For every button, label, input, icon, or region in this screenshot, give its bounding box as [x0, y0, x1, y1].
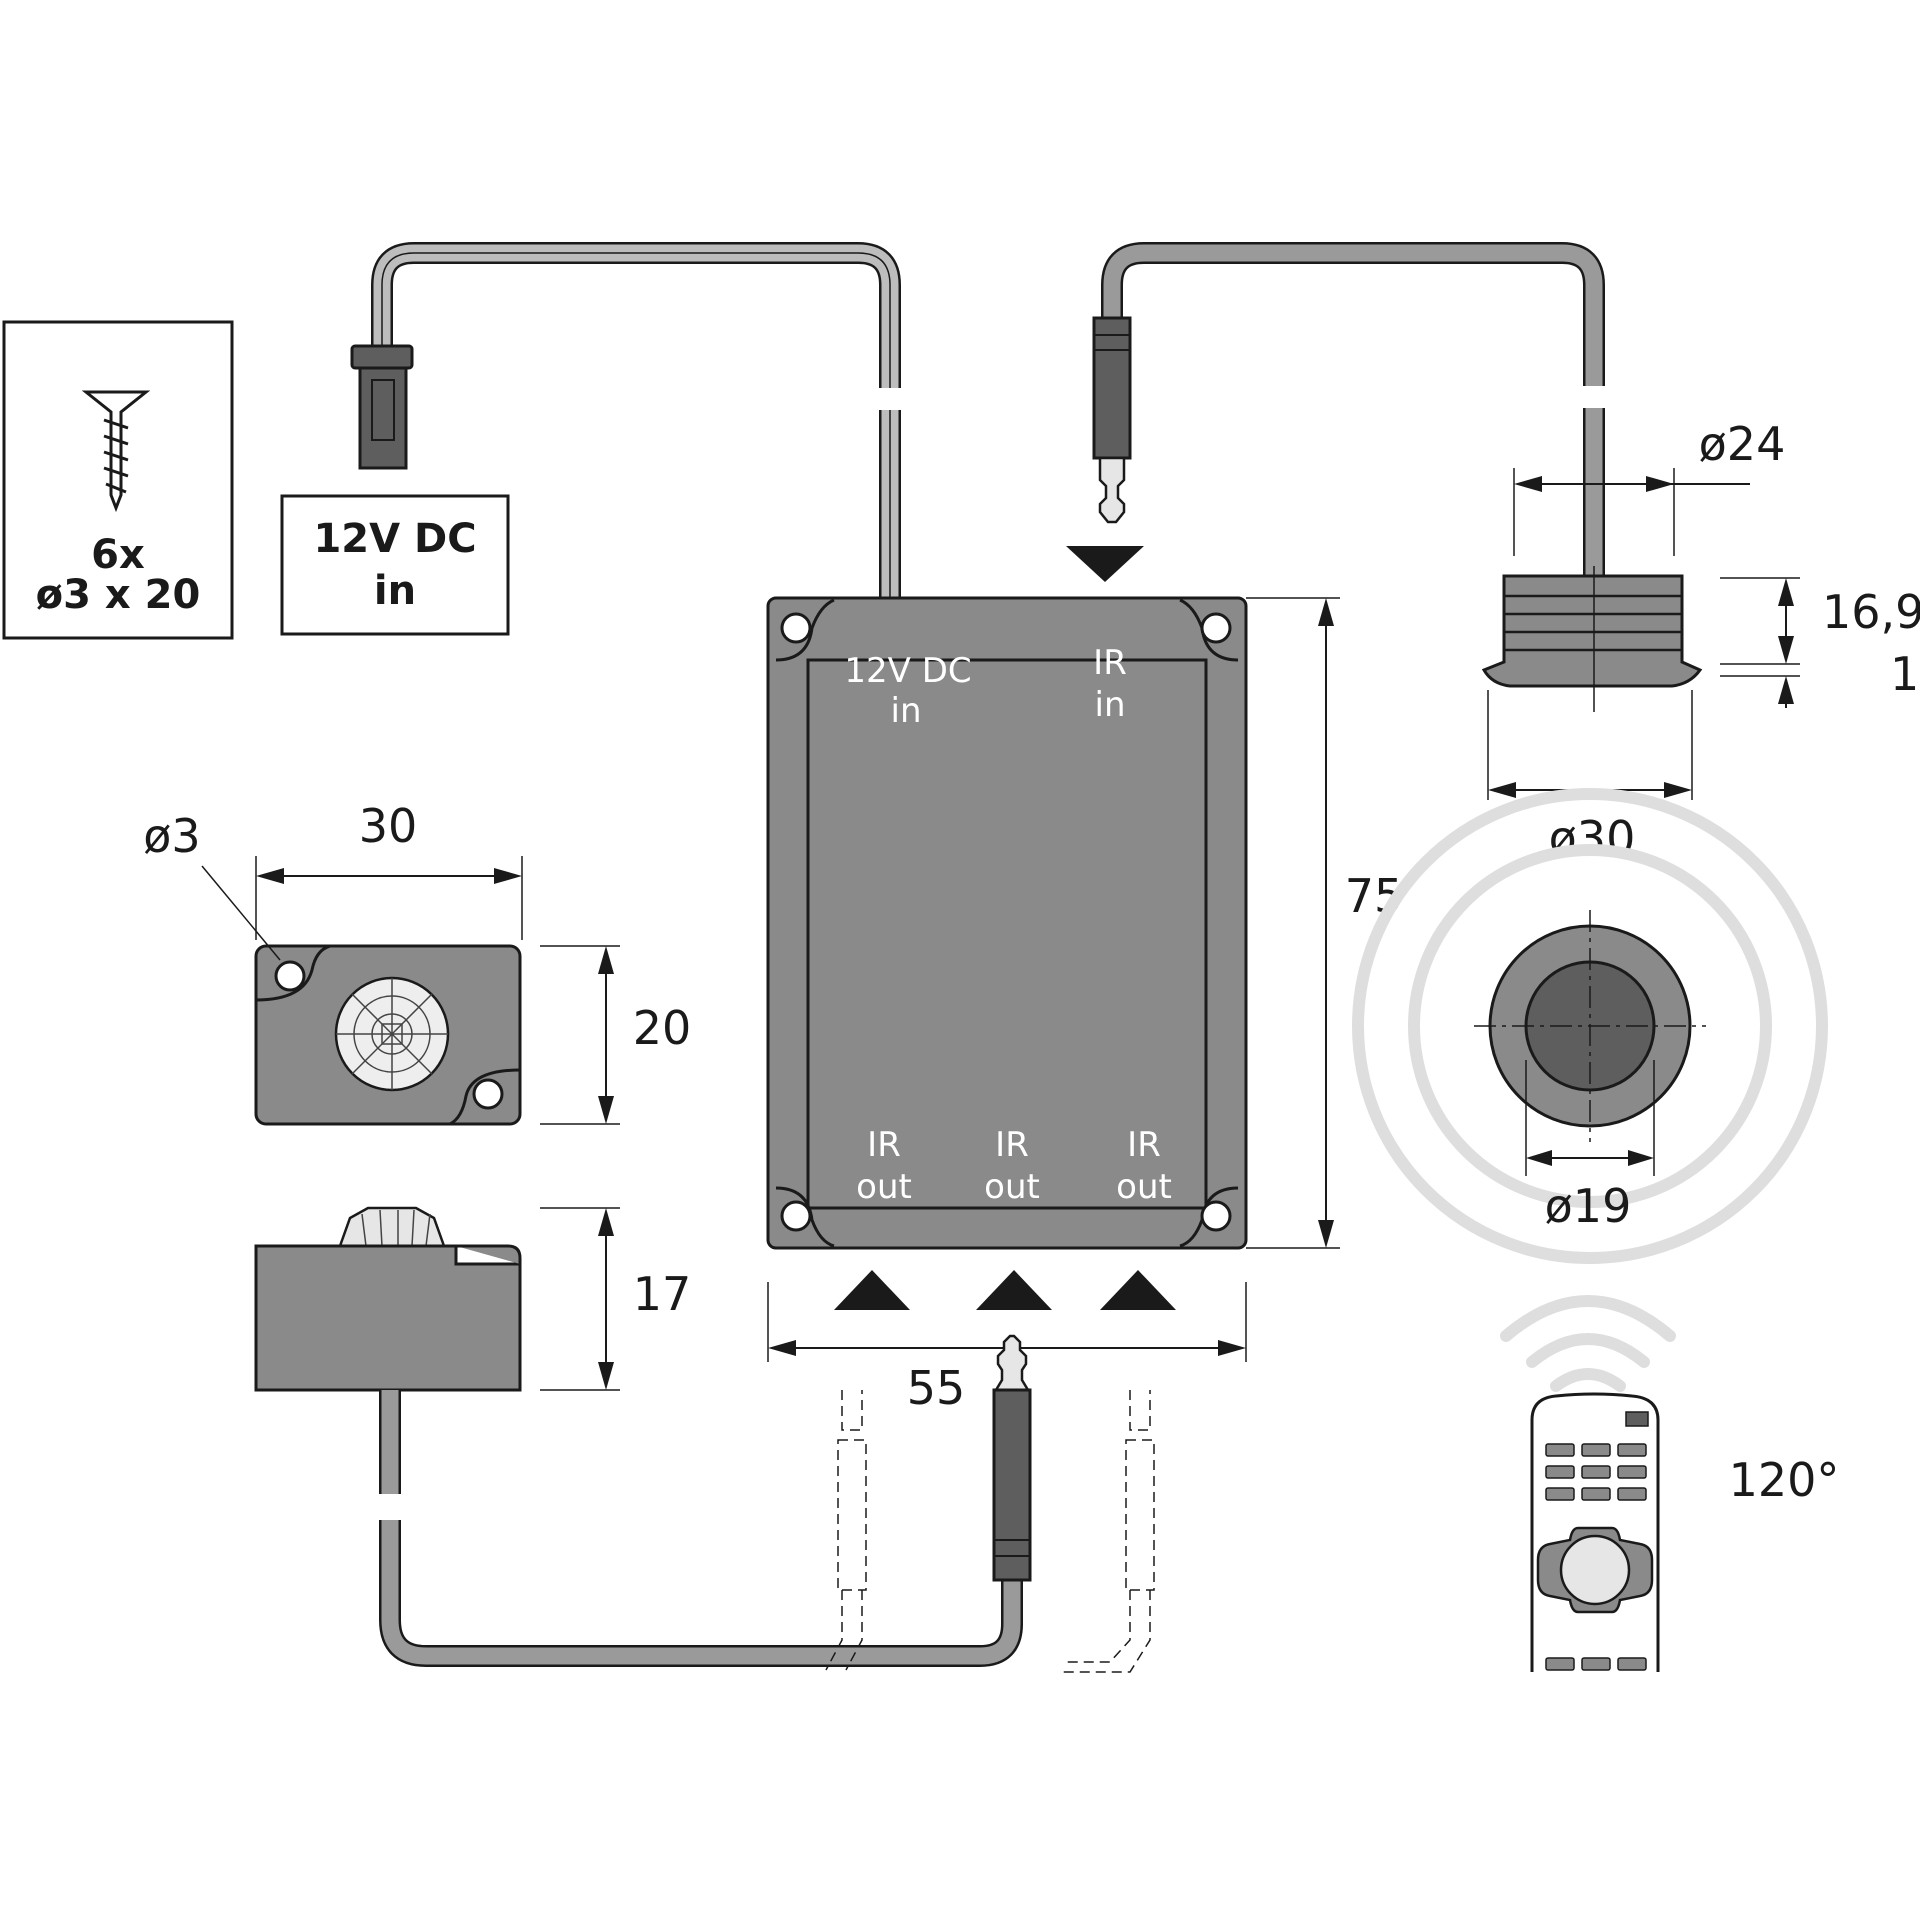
- ir-out-2-label-line2: out: [984, 1167, 1040, 1207]
- sensor-top-view: [254, 944, 522, 1126]
- remote-angle-label: 120°: [1729, 1453, 1840, 1507]
- receiver-flange-value: 1: [1890, 647, 1919, 701]
- sensor-depth-dimension: 17: [540, 1207, 692, 1391]
- ir-out-1-label-line2: out: [856, 1167, 912, 1207]
- remote-control-icon: [1530, 1392, 1660, 1672]
- receiver-flange-dimension: ø30: [1487, 690, 1693, 865]
- sensor-height-dimension: 20: [540, 945, 692, 1125]
- sensor-width-dimension: 30: [255, 799, 523, 940]
- receiver-lens-dimension: ø19: [1525, 1060, 1655, 1233]
- ir-out-3-label-line2: out: [1116, 1167, 1172, 1207]
- box-width-value: 55: [907, 1361, 966, 1415]
- receiver-top-dimension: ø24: [1513, 417, 1786, 556]
- receiver-height-dimension: 16,9 1: [1720, 577, 1920, 708]
- ir-in-cable: [1101, 242, 1616, 580]
- receiver-top-dia-value: ø24: [1699, 417, 1786, 471]
- control-box: 12V DC in IR in IR out IR out IR out: [766, 596, 1248, 1250]
- ir-out-2-label-line1: IR: [995, 1125, 1029, 1165]
- receiver-height-value: 16,9: [1822, 585, 1920, 639]
- ir-out-arrow-icon: [976, 1270, 1052, 1310]
- sensor-cable: [370, 1390, 1023, 1667]
- remote-signal-icon: [1500, 1295, 1676, 1392]
- power-in-label-line1: 12V DC: [313, 516, 476, 562]
- power-cable: [371, 242, 912, 600]
- box-ir-in-label-line1: IR: [1093, 643, 1127, 683]
- power-in-label-line2: in: [374, 568, 416, 614]
- sensor-height-value: 20: [633, 1001, 692, 1055]
- sensor-hole-value: ø3: [143, 809, 200, 863]
- box-power-label-line2: in: [891, 691, 922, 731]
- screws-qty-label: 6x: [91, 532, 145, 578]
- screws-size-label: ø3 x 20: [36, 572, 201, 618]
- receiver-lens-dia-value: ø19: [1545, 1179, 1632, 1233]
- pir-lens-icon: [334, 976, 450, 1092]
- box-ir-in-label-line2: in: [1095, 685, 1126, 725]
- mount-hole-icon: [775, 598, 835, 662]
- ir-out-1-label-line1: IR: [867, 1125, 901, 1165]
- sensor-hole-callout: ø3: [143, 809, 281, 961]
- signal-waves-icon: [1352, 788, 1828, 1264]
- ghost-jack-icon: [825, 1390, 1155, 1673]
- mount-hole-icon: [1179, 598, 1239, 662]
- sensor-depth-value: 17: [633, 1267, 692, 1321]
- ir-in-arrow-icon: [1066, 546, 1144, 582]
- power-in-label-box: 12V DC in: [280, 494, 510, 636]
- box-power-label-line1: 12V DC: [844, 651, 971, 691]
- ir-out-3-label-line1: IR: [1127, 1125, 1161, 1165]
- mount-hole-icon: [775, 1186, 835, 1248]
- receiver-front-view: [1474, 910, 1706, 1142]
- screw-icon: [81, 390, 151, 513]
- ir-out-arrow-icon: [834, 1270, 910, 1310]
- mount-hole-icon: [1179, 1186, 1239, 1248]
- ir-out-jack-icon: [992, 1334, 1032, 1582]
- box-width-dimension: 55: [767, 1282, 1247, 1415]
- sensor-width-value: 30: [359, 799, 418, 853]
- sensor-mount-hole-icon: [274, 960, 306, 992]
- ir-out-arrow-icon: [1100, 1270, 1176, 1310]
- power-plug-icon: [350, 344, 414, 470]
- sensor-mount-hole-icon: [472, 1078, 504, 1110]
- sensor-side-view: [254, 1206, 522, 1392]
- screw-kit: 6x ø3 x 20: [2, 320, 234, 640]
- ir-in-jack-icon: [1092, 316, 1132, 524]
- receiver-side-view: [1481, 566, 1703, 712]
